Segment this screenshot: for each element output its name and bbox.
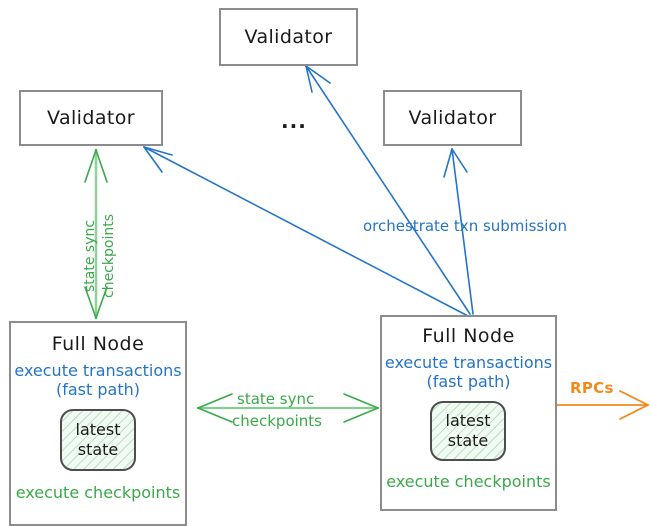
full-node-right-green-line: execute checkpoints (386, 472, 551, 491)
full-node-right-latest-state[interactable]: latest state (430, 401, 506, 461)
full-node-right-title: Full Node (422, 325, 515, 347)
full-node-right-blue-line2: (fast path) (426, 372, 511, 391)
full-node-left-title: Full Node (51, 333, 145, 355)
full-node-right[interactable]: Full Node execute transactions (fast pat… (380, 315, 557, 511)
edge-label-rpcs: RPCs (570, 379, 614, 397)
full-node-left[interactable]: Full Node execute transactions (fast pat… (9, 321, 187, 526)
validator-right[interactable]: Validator (383, 90, 522, 146)
full-node-left-state-line1: latest (75, 420, 121, 439)
edge-label-state-sync-vertical-line1: state sync (82, 219, 98, 292)
full-node-left-latest-state[interactable]: latest state (60, 409, 136, 471)
full-node-left-state-line2: state (77, 440, 119, 459)
validator-top[interactable]: Validator (219, 8, 358, 66)
edge-label-state-sync-mid-line1: state sync (237, 390, 315, 408)
validators-ellipsis: ... (281, 109, 307, 133)
validator-right-label: Validator (408, 107, 497, 129)
validator-left-label: Validator (47, 107, 135, 129)
edge-label-state-sync-mid-line2: checkpoints (232, 412, 322, 430)
full-node-left-green-line: execute checkpoints (15, 483, 181, 502)
validator-left[interactable]: Validator (19, 90, 163, 146)
full-node-left-blue-line1: execute transactions (14, 361, 182, 380)
validator-top-label: Validator (244, 26, 333, 48)
full-node-right-blue-line1: execute transactions (384, 353, 553, 372)
edge-label-orchestrate: orchestrate txn submission (363, 217, 568, 235)
full-node-right-state-line2: state (447, 431, 489, 450)
edge-label-state-sync-vertical-line2: checkpoints (101, 214, 117, 298)
full-node-left-blue-line2: (fast path) (56, 380, 140, 399)
full-node-right-state-line1: latest (445, 411, 491, 430)
